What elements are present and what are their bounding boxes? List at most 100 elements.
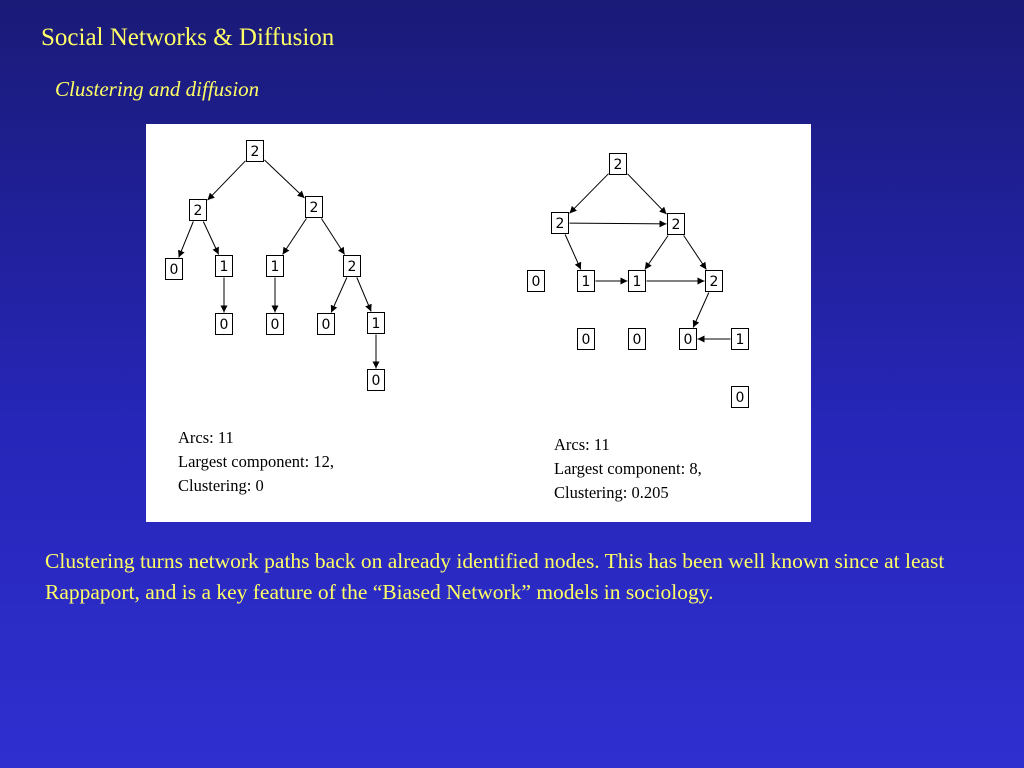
node-label: 2 <box>348 259 357 275</box>
node-box <box>731 328 749 350</box>
node-box <box>305 196 323 218</box>
node-box <box>705 270 723 292</box>
left-clustering-text: Clustering: 0 <box>178 476 264 495</box>
node-K: 1 <box>731 328 749 350</box>
left-largest-component-text: Largest component: 12, <box>178 452 334 471</box>
edge-B-E <box>564 234 582 270</box>
node-box <box>609 153 627 175</box>
edge-C-F <box>644 235 669 270</box>
node-box <box>527 270 545 292</box>
node-label: 1 <box>372 316 381 332</box>
edge-a-b <box>207 160 246 201</box>
node-a: 2 <box>246 140 264 162</box>
node-label: 0 <box>633 332 642 348</box>
edge-G-J <box>692 292 710 328</box>
node-box <box>731 386 749 408</box>
node-label: 0 <box>684 332 693 348</box>
node-box <box>367 312 385 334</box>
edge-C-G <box>683 235 707 270</box>
node-b: 2 <box>189 199 207 221</box>
slide-subtitle: Clustering and diffusion <box>55 77 260 101</box>
node-label: 1 <box>220 259 229 275</box>
node-label: 0 <box>582 332 591 348</box>
node-label: 1 <box>271 259 280 275</box>
node-label: 2 <box>556 216 565 232</box>
node-D: 0 <box>527 270 545 292</box>
node-H: 0 <box>577 328 595 350</box>
node-label: 1 <box>633 274 642 290</box>
node-box <box>551 212 569 234</box>
right-arcs-text: Arcs: 11 <box>554 435 610 454</box>
node-i: 0 <box>266 313 284 335</box>
node-L: 0 <box>731 386 749 408</box>
node-box <box>317 313 335 335</box>
node-box <box>266 313 284 335</box>
node-E: 1 <box>577 270 595 292</box>
node-box <box>667 213 685 235</box>
node-label: 1 <box>582 274 591 290</box>
node-label: 0 <box>170 262 179 278</box>
node-f: 1 <box>266 255 284 277</box>
node-B: 2 <box>551 212 569 234</box>
right-clustering-text: Clustering: 0.205 <box>554 483 669 502</box>
node-g: 2 <box>343 255 361 277</box>
node-box <box>266 255 284 277</box>
network-diagrams: 2 2 2 0 1 1 2 0 0 0 1 0 2 2 2 0 1 1 2 0 0 0 1 0 <box>165 140 749 408</box>
node-box <box>679 328 697 350</box>
node-box <box>577 328 595 350</box>
node-A: 2 <box>609 153 627 175</box>
slide-title: Social Networks & Diffusion <box>41 24 335 51</box>
node-J: 0 <box>679 328 697 350</box>
edge-A-B <box>569 173 609 214</box>
node-label: 2 <box>710 274 719 290</box>
node-d: 0 <box>165 258 183 280</box>
node-box <box>189 199 207 221</box>
left-arcs-text: Arcs: 11 <box>178 428 234 447</box>
node-l: 0 <box>367 369 385 391</box>
node-box <box>165 258 183 280</box>
node-label: 2 <box>194 203 203 219</box>
node-label: 0 <box>322 317 331 333</box>
edge-B-C <box>569 220 667 228</box>
right-network-stats: Arcs: 11 Largest component: 8, Clusterin… <box>554 433 702 505</box>
network-figure: 2 2 2 0 1 1 2 0 0 0 1 0 2 2 2 0 1 1 2 0 0 0 1 0 Arcs: 11 Large… <box>146 124 811 522</box>
node-box <box>343 255 361 277</box>
node-c: 2 <box>305 196 323 218</box>
edge-A-C <box>627 173 667 215</box>
node-label: 0 <box>271 317 280 333</box>
node-box <box>215 313 233 335</box>
node-h: 0 <box>215 313 233 335</box>
node-F: 1 <box>628 270 646 292</box>
node-C: 2 <box>667 213 685 235</box>
edge-g-j <box>330 277 348 313</box>
node-j: 0 <box>317 313 335 335</box>
node-box <box>577 270 595 292</box>
left-network: 2 2 2 0 1 1 2 0 0 0 1 0 <box>165 140 385 391</box>
left-network-stats: Arcs: 11 Largest component: 12, Clusteri… <box>178 426 334 498</box>
node-label: 0 <box>220 317 229 333</box>
edge-a-c <box>264 159 305 199</box>
edge-g-k <box>356 277 372 312</box>
node-label: 0 <box>736 390 745 406</box>
edge-c-g <box>320 218 346 255</box>
node-label: 1 <box>736 332 745 348</box>
body-paragraph: Clustering turns network paths back on a… <box>45 549 945 604</box>
node-label: 2 <box>310 200 319 216</box>
node-box <box>628 328 646 350</box>
node-I: 0 <box>628 328 646 350</box>
node-label: 2 <box>672 217 681 233</box>
node-label: 2 <box>251 144 260 160</box>
node-box <box>215 255 233 277</box>
edge-c-f <box>282 218 307 255</box>
edge-b-d <box>178 221 194 258</box>
edge-b-e <box>202 221 220 255</box>
node-k: 1 <box>367 312 385 334</box>
node-box <box>367 369 385 391</box>
right-largest-component-text: Largest component: 8, <box>554 459 702 478</box>
node-label: 0 <box>372 373 381 389</box>
node-label: 2 <box>614 157 623 173</box>
node-label: 0 <box>532 274 541 290</box>
node-box <box>628 270 646 292</box>
node-box <box>246 140 264 162</box>
right-network: 2 2 2 0 1 1 2 0 0 0 1 0 <box>527 153 749 408</box>
